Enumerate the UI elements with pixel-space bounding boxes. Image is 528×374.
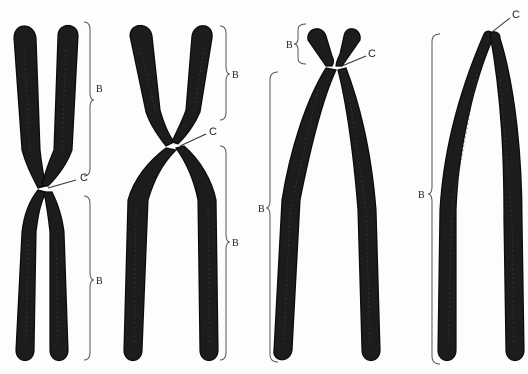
chromosome-1-centromere-label: C	[80, 172, 88, 184]
chromosome-2-lower-brace	[220, 146, 230, 360]
chromosome-1-upper-brace	[84, 22, 94, 176]
chromosome-2-upper-left-chromatid	[130, 26, 174, 147]
chromosome-3-upper-left-chromatid	[308, 29, 334, 66]
chromosome-1-lower-brace	[84, 196, 94, 360]
chromosome-2-lower-left-chromatid	[124, 148, 176, 361]
chromosome-4-left-chromatid	[438, 31, 494, 360]
chromosome-2-upper-brace	[220, 26, 230, 120]
chromosome-1-upper-left-chromatid	[14, 26, 46, 188]
chromosome-4-right-chromatid	[490, 32, 524, 361]
chromosome-3-upper-brace	[294, 24, 306, 64]
chromosome-4: B C	[418, 9, 524, 364]
chromosome-2: B C B	[124, 26, 239, 361]
chromosome-1-lower-left-chromatid	[16, 190, 46, 361]
chromosome-2-lower-arm-label: B	[232, 238, 239, 249]
chromosome-3-upper-arm-label: B	[286, 40, 293, 51]
chromosome-2-lower-right-chromatid	[176, 146, 218, 361]
chromosome-1-upper-arm-label: B	[96, 84, 103, 95]
chromosome-3-lower-arm-label: B	[258, 204, 265, 215]
chromosome-3-lower-left-chromatid	[274, 68, 336, 360]
chromosome-1-lower-arm-label: B	[96, 276, 103, 287]
chromosome-3-centromere-label: C	[368, 48, 376, 60]
chromosome-4-arm-label: B	[418, 190, 425, 201]
chromosome-2-centromere-label: C	[209, 126, 217, 138]
chromosome-3-lower-right-chromatid	[338, 68, 380, 361]
chromosome-4-centromere-label: C	[512, 9, 520, 21]
chromosome-3: B C B	[258, 24, 380, 362]
chromosome-1: B C B	[14, 22, 103, 361]
chromosome-2-upper-arm-label: B	[232, 70, 239, 81]
chromosome-2-upper-right-chromatid	[172, 26, 212, 144]
chromosome-1-upper-right-chromatid	[42, 26, 78, 187]
chromosome-1-lower-right-chromatid	[44, 192, 68, 361]
